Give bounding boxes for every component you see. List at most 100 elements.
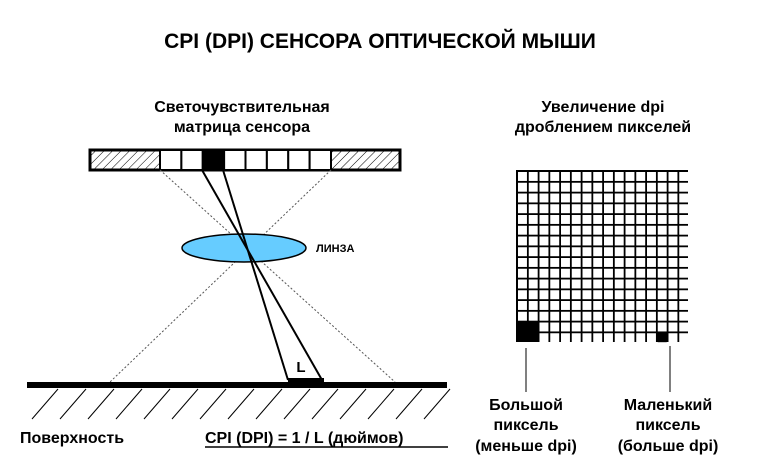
sub-pixel (625, 279, 635, 289)
sub-pixel (539, 193, 549, 203)
sub-pixel (647, 301, 656, 310)
sub-pixel (561, 215, 570, 224)
sub-pixel (571, 182, 581, 192)
sub-pixel (614, 290, 624, 300)
sub-pixel (604, 279, 613, 289)
hatch-stroke (171, 388, 199, 420)
sub-pixel (657, 268, 667, 278)
sub-pixel (668, 215, 678, 224)
sub-pixel (679, 236, 689, 246)
sub-pixel (657, 247, 667, 257)
sub-pixel (604, 215, 613, 224)
sensor-pixel (287, 149, 311, 171)
sub-pixel (561, 333, 570, 343)
sub-pixel (571, 290, 581, 300)
sub-pixel (582, 204, 592, 214)
sub-pixel (550, 290, 560, 300)
sensor-pixel (244, 149, 268, 171)
sub-pixel (657, 204, 667, 214)
sub-pixel (528, 290, 538, 300)
sub-pixel (625, 193, 635, 203)
sub-pixel (528, 225, 538, 235)
sub-pixel (614, 215, 624, 224)
small-pixel-label-1: Маленький (624, 397, 712, 414)
sub-pixel (636, 290, 646, 300)
sub-pixel (539, 279, 549, 289)
sub-pixel (647, 236, 656, 246)
sub-pixel (668, 333, 678, 343)
hatch-stroke (143, 388, 171, 420)
sub-pixel (571, 204, 581, 214)
sub-pixel (582, 333, 592, 343)
sub-pixel (518, 268, 527, 278)
sub-pixel (593, 182, 603, 192)
sub-pixel (604, 311, 613, 321)
sub-pixel (593, 258, 603, 267)
sub-pixel (636, 204, 646, 214)
sub-pixel (593, 225, 603, 235)
sub-pixel (668, 322, 678, 332)
sub-pixel (625, 247, 635, 257)
sub-pixel (647, 193, 656, 203)
sub-pixel (604, 301, 613, 310)
sub-pixel (571, 215, 581, 224)
sub-pixel (561, 258, 570, 267)
sub-pixel (539, 311, 549, 321)
sub-pixel (550, 322, 560, 332)
sensor-heading-line1: Светочувствительная (154, 99, 330, 116)
sub-pixel (604, 333, 613, 343)
diagram-title: CPI (DPI) СЕНСОРА ОПТИЧЕСКОЙ МЫШИ (164, 29, 596, 53)
hatch-stroke (367, 388, 395, 420)
sub-pixel (668, 236, 678, 246)
sub-pixel (550, 215, 560, 224)
pixel-grid (516, 170, 689, 343)
sub-pixel (657, 258, 667, 267)
sub-pixel (593, 333, 603, 343)
sub-pixel (593, 290, 603, 300)
sub-pixel (679, 182, 689, 192)
sub-pixel (593, 215, 603, 224)
hatch-stroke (199, 388, 227, 420)
lens-label: ЛИНЗА (316, 243, 354, 255)
sub-pixel (528, 204, 538, 214)
sub-pixel (636, 172, 646, 181)
sub-pixel (582, 268, 592, 278)
sub-pixel (571, 333, 581, 343)
sub-pixel (604, 193, 613, 203)
sub-pixel (636, 193, 646, 203)
sub-pixel (561, 225, 570, 235)
sub-pixel (550, 172, 560, 181)
sub-pixel (647, 204, 656, 214)
sub-pixel (604, 247, 613, 257)
sub-pixel (571, 247, 581, 257)
sub-pixel (582, 236, 592, 246)
sub-pixel (518, 172, 527, 181)
sub-pixel (647, 279, 656, 289)
sub-pixel (625, 258, 635, 267)
sub-pixel (668, 193, 678, 203)
sub-pixel (539, 225, 549, 235)
sub-pixel (561, 322, 570, 332)
sub-pixel (604, 172, 613, 181)
sub-pixel (679, 225, 689, 235)
sub-pixel (518, 225, 527, 235)
sub-pixel (625, 204, 635, 214)
sub-pixel (593, 193, 603, 203)
sub-pixel (614, 268, 624, 278)
sub-pixel (518, 204, 527, 214)
sub-pixel (668, 172, 678, 181)
sensor-pixel (180, 149, 204, 171)
sensor-pixel (159, 149, 183, 171)
sensor-heading-line2: матрица сенсора (174, 119, 310, 136)
small-pixel-label-3: (больше dpi) (618, 438, 719, 455)
sub-pixel (625, 333, 635, 343)
big-pixel (517, 322, 536, 341)
sub-pixel (657, 193, 667, 203)
sub-pixel (614, 279, 624, 289)
sub-pixel (582, 311, 592, 321)
sub-pixel (668, 268, 678, 278)
sub-pixel (593, 236, 603, 246)
sub-pixel (582, 193, 592, 203)
sub-pixel (561, 193, 570, 203)
